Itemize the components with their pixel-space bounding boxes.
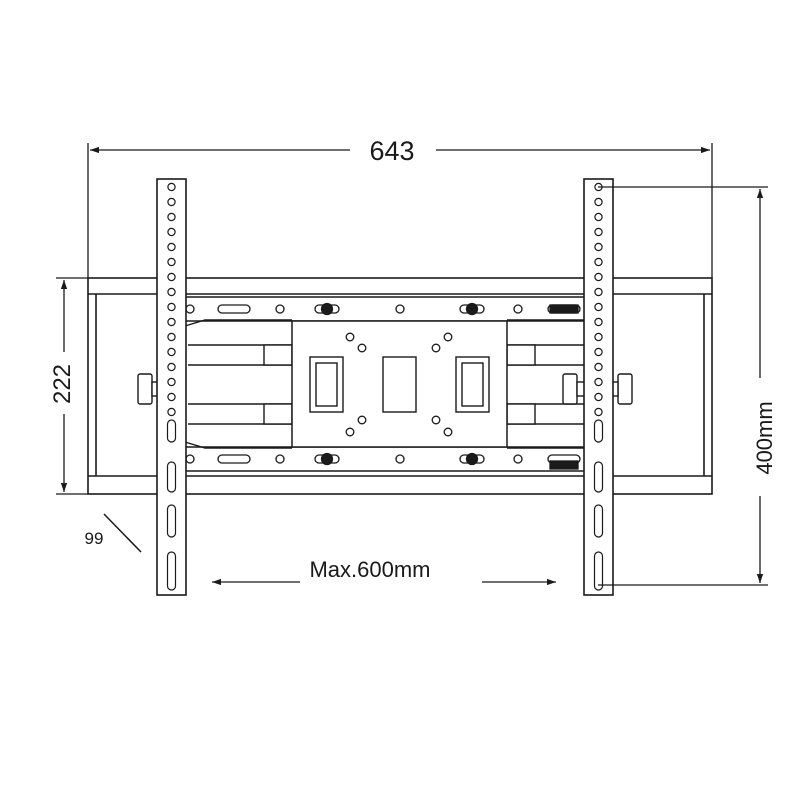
bracket-hole — [167, 257, 176, 267]
bolt-head — [320, 302, 334, 316]
center-plate-brackets — [309, 356, 490, 413]
bracket-hole — [594, 377, 603, 387]
bracket-hole — [167, 227, 176, 237]
rail-hole — [185, 454, 195, 464]
bracket-hole — [594, 287, 603, 297]
rail-holes — [185, 302, 581, 470]
rail-hole — [185, 304, 195, 314]
center-plate-hole — [345, 427, 355, 437]
bracket-hole — [167, 242, 176, 252]
bracket-hole — [594, 242, 603, 252]
bracket-slot — [166, 504, 177, 538]
bracket-hole — [594, 407, 603, 417]
dimension-label-vertical-span: 400mm — [752, 401, 777, 474]
side-knobs — [137, 373, 633, 405]
bracket-hole — [594, 332, 603, 342]
bracket-hole — [594, 257, 603, 267]
dimension-vertical-span — [598, 186, 768, 586]
bracket-hole — [594, 227, 603, 237]
bracket-slot — [166, 419, 177, 443]
bolt-head — [320, 452, 334, 466]
bracket-hole — [594, 317, 603, 327]
rail-hole — [395, 454, 405, 464]
bracket-slot — [593, 504, 604, 538]
bracket-hole — [594, 212, 603, 222]
bracket-hole — [594, 362, 603, 372]
bracket-slot — [593, 419, 604, 443]
bracket-hole — [167, 182, 176, 192]
rail-hole — [395, 304, 405, 314]
right-arm-links — [506, 319, 595, 449]
bracket-hole — [594, 272, 603, 282]
center-plate-hole — [357, 343, 367, 353]
bracket-slot — [593, 461, 604, 493]
rail-hole — [275, 304, 285, 314]
dimension-label-overall-width: 643 — [369, 136, 414, 166]
bracket-hole — [167, 407, 176, 417]
center-plate-hole — [357, 415, 367, 425]
bracket-slot — [166, 551, 177, 591]
bracket-hole — [167, 272, 176, 282]
rail-hole — [275, 454, 285, 464]
bracket-hole — [594, 347, 603, 357]
bracket-hole — [167, 332, 176, 342]
bracket-hole — [594, 197, 603, 207]
center-plate-holes — [345, 332, 453, 437]
bracket-hole — [167, 302, 176, 312]
rail-clip — [549, 460, 579, 470]
rail-clip — [549, 304, 579, 314]
center-plate-hole — [443, 427, 453, 437]
rail-hole — [513, 454, 523, 464]
bracket-hole — [594, 392, 603, 402]
bolt-head — [465, 452, 479, 466]
bracket-hole — [167, 392, 176, 402]
center-plate-hole — [431, 343, 441, 353]
bracket-hole — [167, 347, 176, 357]
rail-hole — [513, 304, 523, 314]
bracket-hole — [594, 302, 603, 312]
dimension-left-height — [56, 277, 88, 495]
bracket-hole — [167, 212, 176, 222]
dimension-label-depth: 99 — [85, 529, 104, 548]
dimension-depth-line — [103, 513, 142, 553]
bracket-hole — [167, 377, 176, 387]
rail-slot — [217, 454, 251, 464]
center-plate-hole — [443, 332, 453, 342]
center-plate-hole — [431, 415, 441, 425]
bracket-hole — [167, 287, 176, 297]
bracket-slot — [593, 551, 604, 591]
bracket-slot — [166, 461, 177, 493]
left-arm-links — [184, 319, 293, 449]
left-vertical-bracket — [156, 178, 187, 596]
bracket-hole — [167, 362, 176, 372]
rail-slot — [217, 304, 251, 314]
dimension-label-left-height: 222 — [49, 364, 76, 404]
bolt-head — [465, 302, 479, 316]
bracket-hole — [167, 197, 176, 207]
right-vertical-bracket — [583, 178, 614, 596]
dimension-label-max-span: Max.600mm — [309, 557, 430, 582]
center-plate-hole — [345, 332, 355, 342]
bracket-hole — [167, 317, 176, 327]
center-vesa-plate — [291, 320, 508, 448]
dimension-overall-width — [87, 143, 713, 278]
